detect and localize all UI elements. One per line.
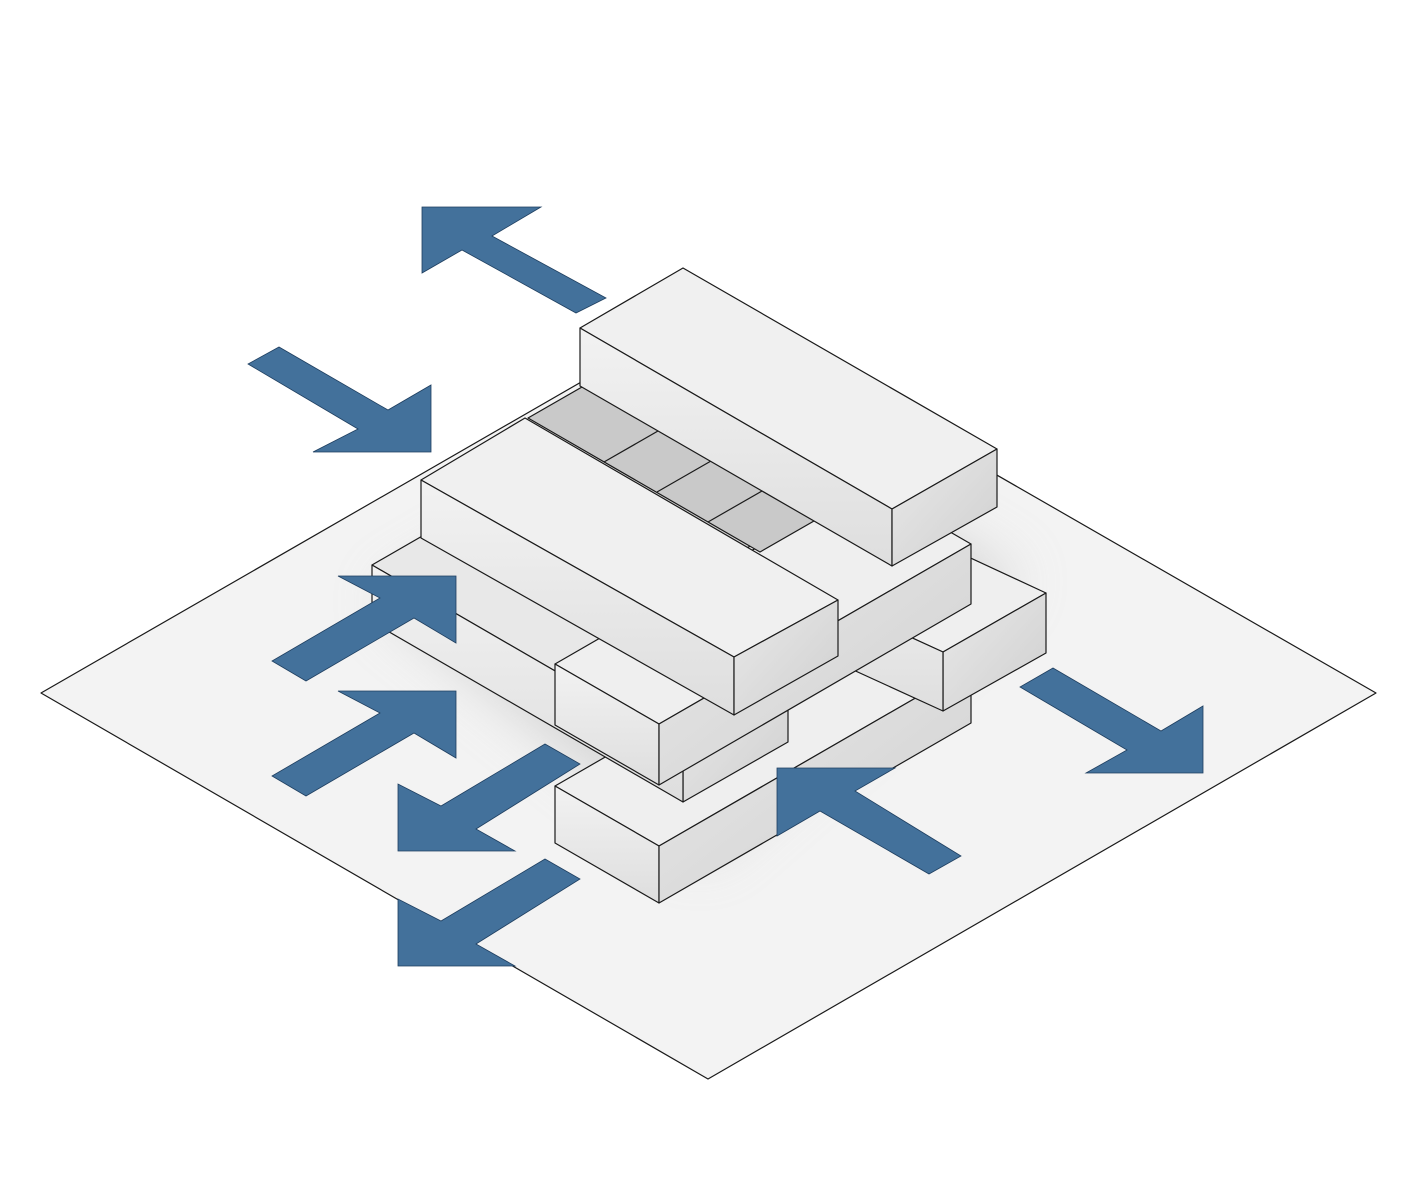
upper-bar-front — [420, 417, 839, 716]
arrow-top-outward — [421, 206, 607, 314]
arrow-front-outward-2 — [397, 858, 581, 967]
arrow-left-inward — [247, 346, 432, 453]
arrow-front-inward-2 — [271, 690, 457, 797]
arrow-right-outward — [1019, 667, 1204, 774]
flow-arrows — [247, 206, 1204, 967]
arrow-front-outward-1 — [397, 743, 581, 852]
arrow-bottom-inward — [776, 767, 962, 875]
arrow-front-inward-1 — [271, 575, 457, 682]
upper-bar-back — [579, 267, 998, 567]
upper-bar-front-right — [733, 599, 839, 716]
upper-bar-back-right — [891, 448, 998, 567]
